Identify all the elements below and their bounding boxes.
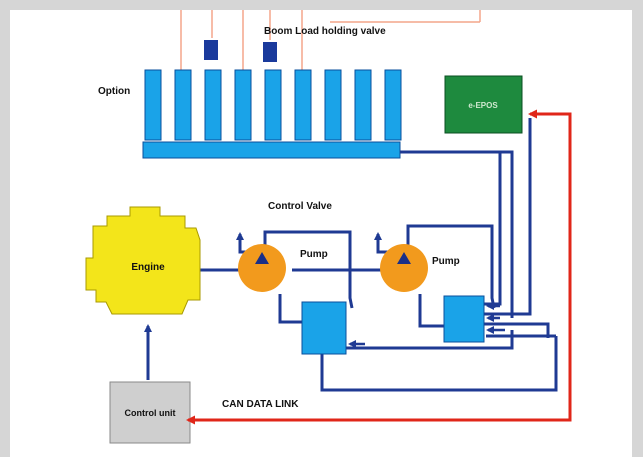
regulator-left	[301, 301, 347, 355]
engine-label: Engine	[131, 262, 165, 273]
pilot-cap-2	[263, 42, 277, 62]
pilot-lines	[180, 10, 481, 70]
option-label: Option	[98, 86, 130, 97]
pump-right	[380, 244, 428, 292]
can-link-label: CAN DATA LINK	[222, 399, 299, 410]
pilot-cap-1	[204, 40, 218, 60]
regulator-right	[443, 295, 485, 343]
control-valve-spools	[144, 69, 402, 141]
pump-right-label: Pump	[432, 256, 460, 267]
control-valve-label: Control Valve	[268, 201, 332, 212]
control-unit-label: Control unit	[125, 408, 176, 418]
can-data-link	[186, 109, 572, 425]
engine-icon	[85, 206, 201, 315]
eepos-controller	[444, 75, 523, 134]
boom-valve-label: Boom Load holding valve	[264, 26, 386, 37]
valve-manifold	[142, 141, 401, 159]
hydraulic-lines	[144, 118, 558, 392]
pump-left-label: Pump	[300, 249, 328, 260]
control-unit-box	[109, 381, 191, 444]
eepos-label: e-EPOS	[468, 101, 498, 110]
pump-left	[238, 244, 286, 292]
